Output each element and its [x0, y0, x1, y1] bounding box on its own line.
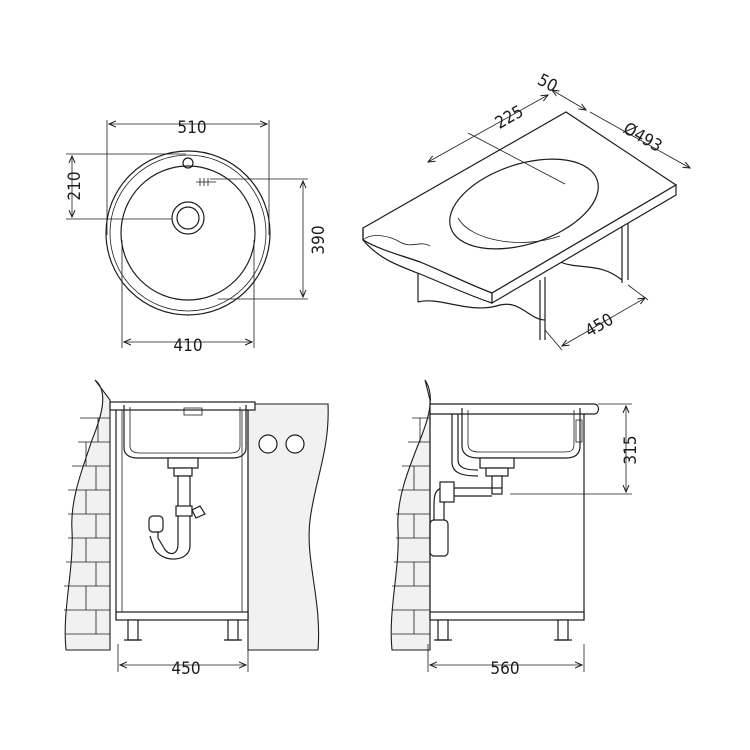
dim-line-493	[589, 111, 690, 168]
dim-label-450-front: 450	[171, 659, 200, 679]
top-view: 510 210 390 410	[65, 118, 329, 356]
side-panel	[110, 403, 329, 651]
sink-rim-inner	[109, 154, 267, 312]
leg-right	[227, 619, 239, 641]
brick-wall-side	[390, 379, 431, 651]
dim-label-560: 560	[490, 659, 519, 679]
leg-left	[127, 619, 139, 641]
overflow-slot	[183, 407, 203, 416]
dim-line-225	[428, 95, 548, 162]
cabinet-base-side	[429, 611, 585, 621]
countertop-side	[429, 403, 600, 415]
sink-bowl-front	[123, 405, 247, 459]
countertop-side-edge	[491, 183, 677, 305]
drain-inner	[176, 206, 200, 230]
overflow-mark	[196, 178, 216, 186]
bowl-outline	[120, 165, 256, 301]
tap-hole	[182, 157, 194, 169]
wall-outlet-2	[285, 434, 305, 454]
isometric-view: 50 225 Ø493 450	[362, 70, 690, 351]
dim-label-390: 390	[309, 225, 329, 254]
drain-outer	[171, 201, 205, 235]
dim-line-50	[552, 90, 586, 110]
brick-pattern-side	[392, 417, 430, 635]
dim-line-450-iso	[562, 298, 645, 346]
sink-bowl-side	[461, 408, 581, 459]
dim-label-225: 225	[492, 102, 527, 134]
dim-label-450-iso: 450	[582, 310, 617, 342]
brick-pattern-front	[64, 417, 110, 635]
dim-label-493: Ø493	[620, 119, 666, 157]
dim-label-410: 410	[173, 336, 202, 356]
drain-flange-side	[479, 457, 515, 469]
dim-label-510: 510	[177, 118, 206, 138]
siphon-trap	[157, 516, 179, 555]
wall-outlet-1	[258, 434, 278, 454]
brick-wall-left	[64, 379, 111, 651]
drain-flange	[167, 457, 199, 469]
siphon-side	[429, 519, 449, 557]
dim-label-315: 315	[621, 435, 641, 464]
cabinet-legs	[417, 222, 629, 340]
side-view: 315 560	[390, 379, 641, 679]
dim-label-210: 210	[65, 171, 85, 200]
countertop-front	[109, 401, 256, 411]
cabinet-base	[115, 611, 249, 621]
front-view: 450	[64, 379, 329, 679]
sink-rim-outer	[105, 150, 271, 316]
overflow-hose	[191, 505, 206, 519]
